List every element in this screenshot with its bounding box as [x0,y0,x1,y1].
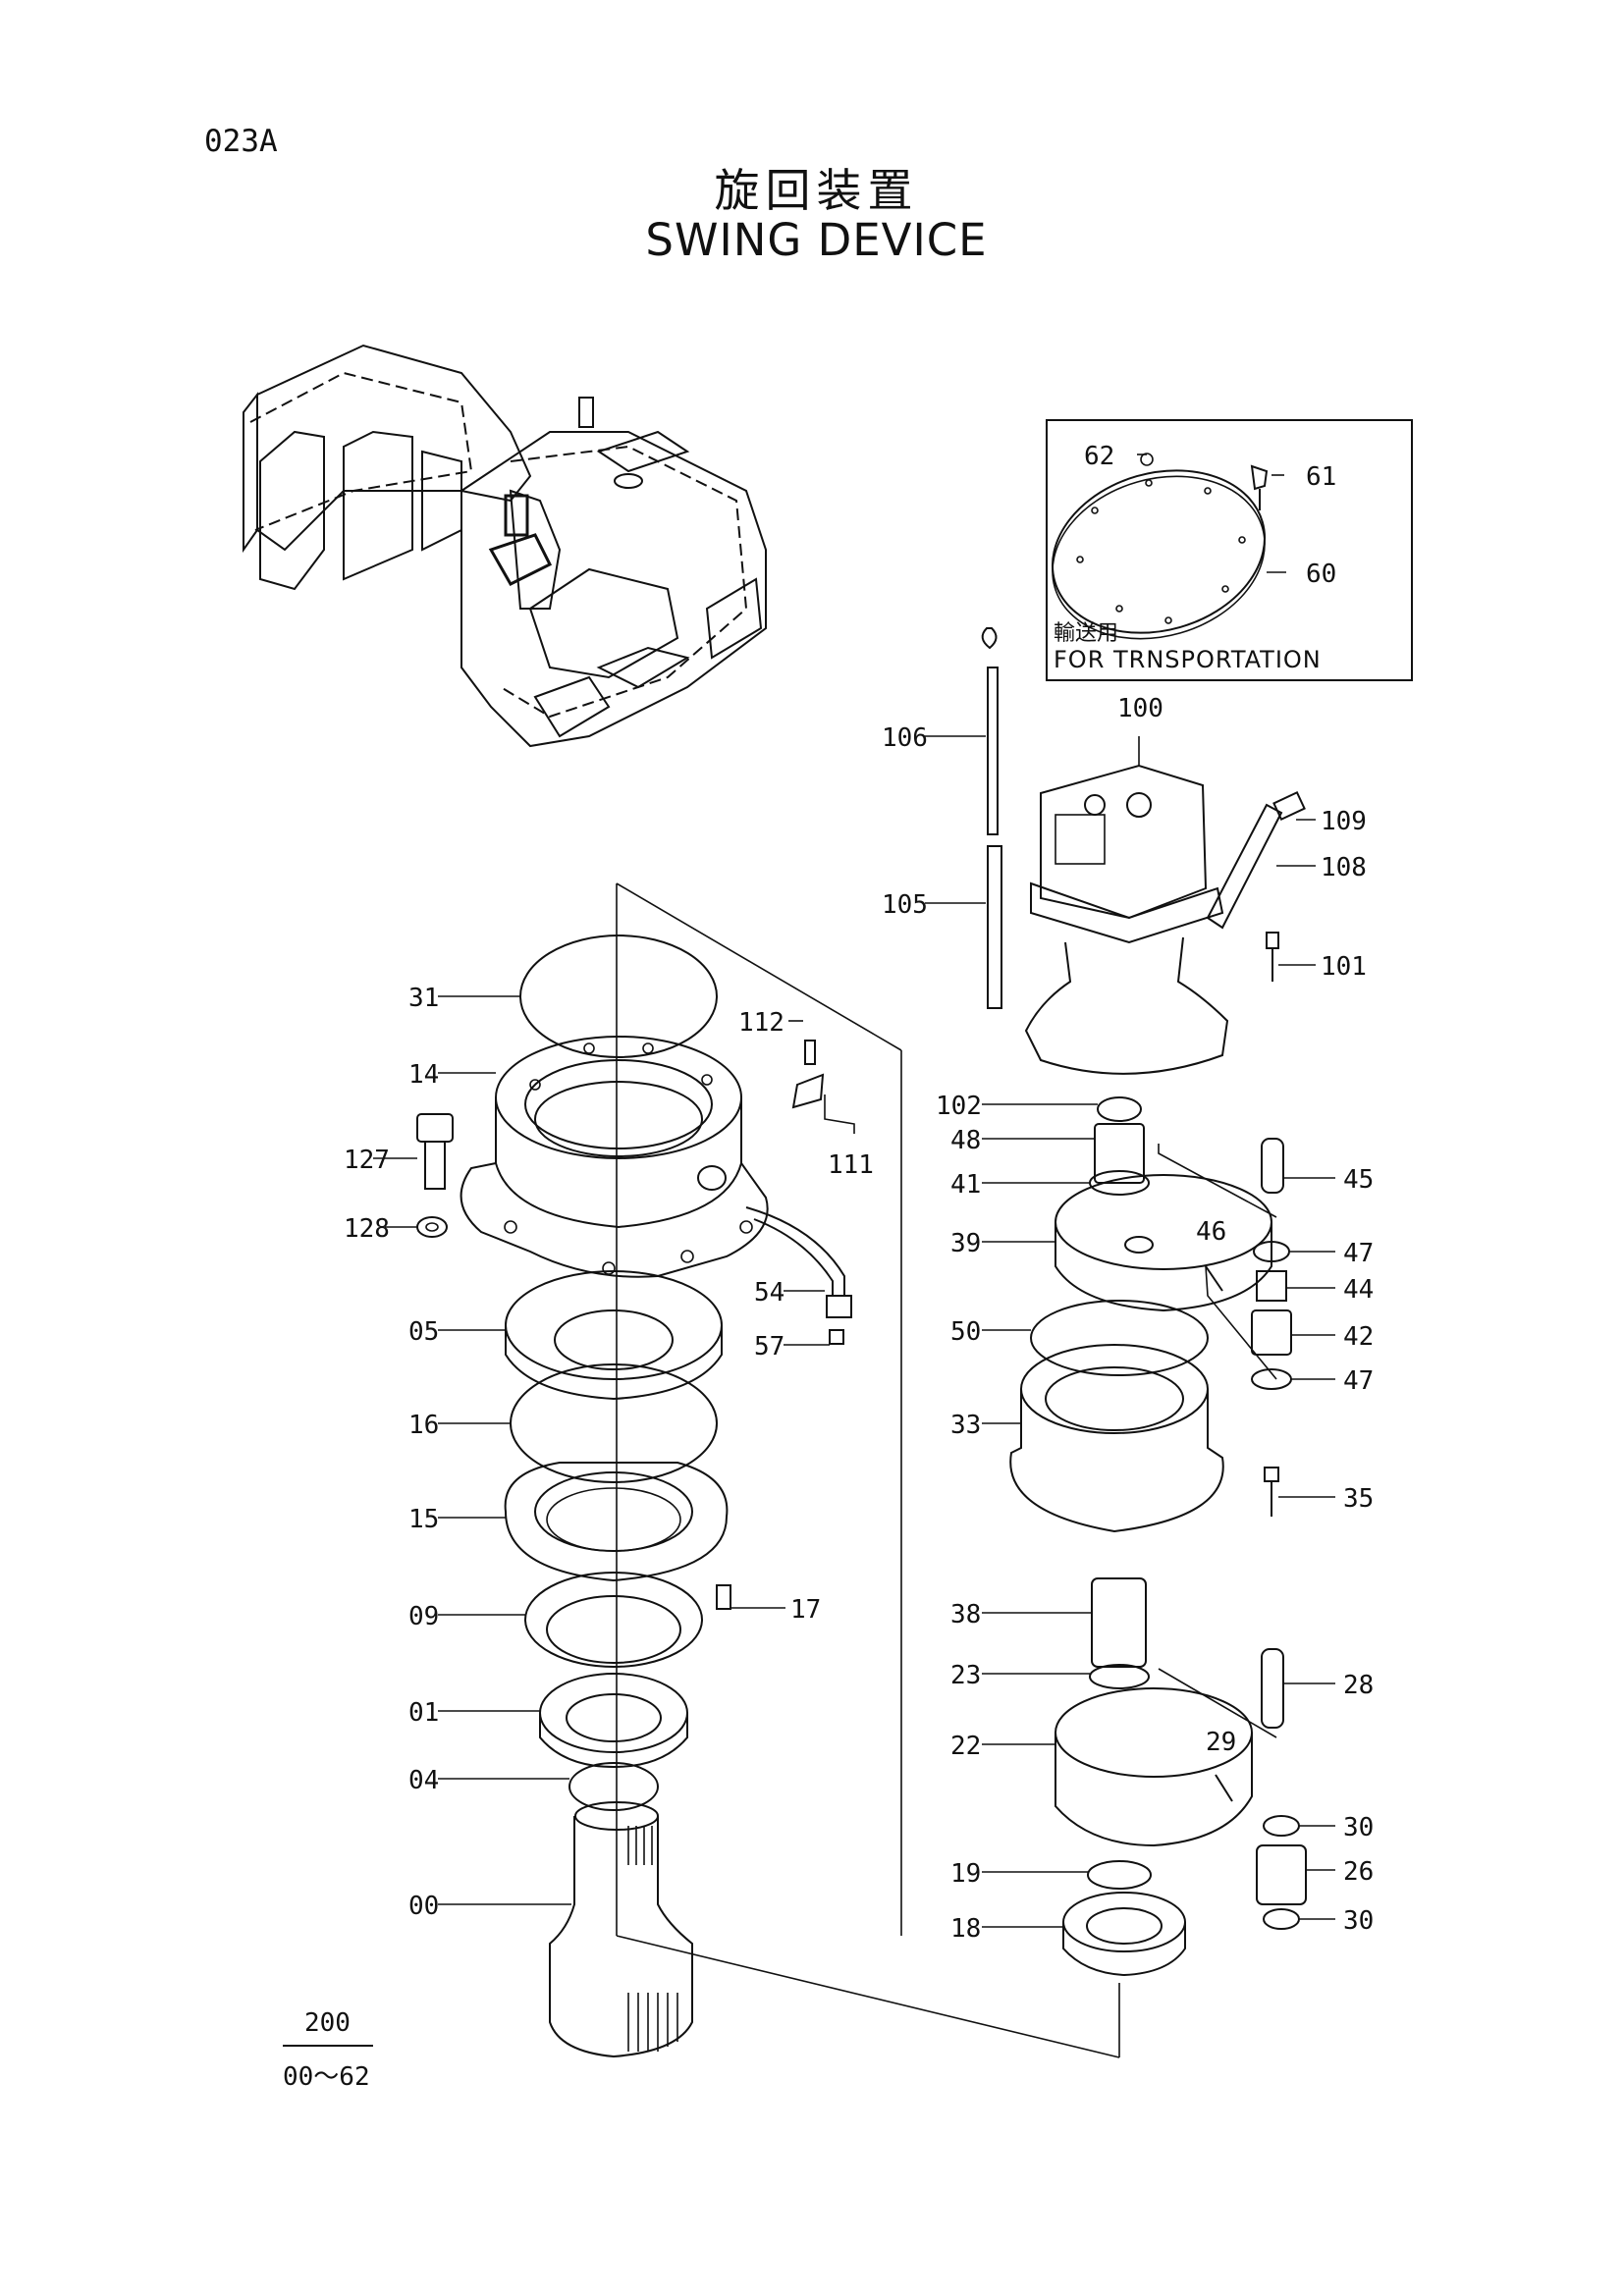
part-label-00: 00 [408,1892,439,1921]
part-label-105: 105 [882,890,928,920]
part-label-100: 100 [1117,694,1163,723]
right-parts-drawing [981,627,1307,1977]
part-label-29: 29 [1206,1728,1236,1757]
part-label-109: 109 [1321,807,1367,836]
assembly-bracket [616,882,1120,2058]
part-label-31: 31 [408,984,439,1013]
assembly-number: 200 [304,2008,351,2038]
title-japanese: 旋回装置 [714,164,919,217]
part-label-45: 45 [1343,1165,1374,1195]
part-label-127: 127 [344,1146,390,1175]
part-label-05: 05 [408,1317,439,1347]
part-label-04: 04 [408,1766,439,1795]
part-label-28: 28 [1343,1671,1374,1700]
part-label-47-upper: 47 [1343,1239,1374,1268]
transport-label-english: FOR TRNSPORTATION [1054,646,1322,673]
part-label-19: 19 [950,1859,981,1889]
page-code: 023A [204,124,278,159]
part-label-23: 23 [950,1661,981,1690]
part-label-61: 61 [1306,462,1336,492]
part-label-22: 22 [950,1732,981,1761]
part-label-102: 102 [936,1092,982,1121]
part-label-35: 35 [1343,1484,1374,1514]
part-label-101: 101 [1321,952,1367,982]
part-label-01: 01 [408,1698,439,1728]
title-english: SWING DEVICE [645,214,988,266]
part-label-14: 14 [408,1060,439,1090]
part-label-26: 26 [1343,1857,1374,1887]
part-label-41: 41 [950,1170,981,1200]
part-label-108: 108 [1321,853,1367,882]
leader-lines [373,454,1335,1928]
part-number-labels: 62 61 60 106 100 109 108 105 101 31 14 1… [344,442,1374,1944]
part-label-44: 44 [1343,1275,1374,1305]
part-label-09: 09 [408,1602,439,1631]
part-label-62: 62 [1084,442,1114,471]
part-label-47-lower: 47 [1343,1366,1374,1396]
part-label-16: 16 [408,1411,439,1440]
part-label-57: 57 [754,1332,784,1362]
transport-detail-box [1046,419,1413,681]
part-label-17: 17 [790,1595,821,1625]
part-label-30-lower: 30 [1343,1906,1374,1936]
part-label-128: 128 [344,1214,390,1244]
part-label-30-upper: 30 [1343,1813,1374,1842]
assembly-range: 00～62 [283,2062,370,2092]
part-label-33: 33 [950,1411,981,1440]
part-label-18: 18 [950,1914,981,1944]
part-label-46: 46 [1196,1217,1226,1247]
part-label-42: 42 [1343,1322,1374,1352]
part-label-48: 48 [950,1126,981,1155]
part-label-106: 106 [882,723,928,753]
part-label-15: 15 [408,1505,439,1534]
part-label-54: 54 [754,1278,784,1308]
left-parts-drawing [416,934,852,2058]
part-label-38: 38 [950,1600,981,1629]
part-label-60: 60 [1306,560,1336,589]
excavator-location-sketch [243,344,767,748]
part-label-39: 39 [950,1229,981,1258]
part-label-50: 50 [950,1317,981,1347]
part-label-111: 111 [828,1150,874,1180]
part-label-112: 112 [738,1008,784,1038]
